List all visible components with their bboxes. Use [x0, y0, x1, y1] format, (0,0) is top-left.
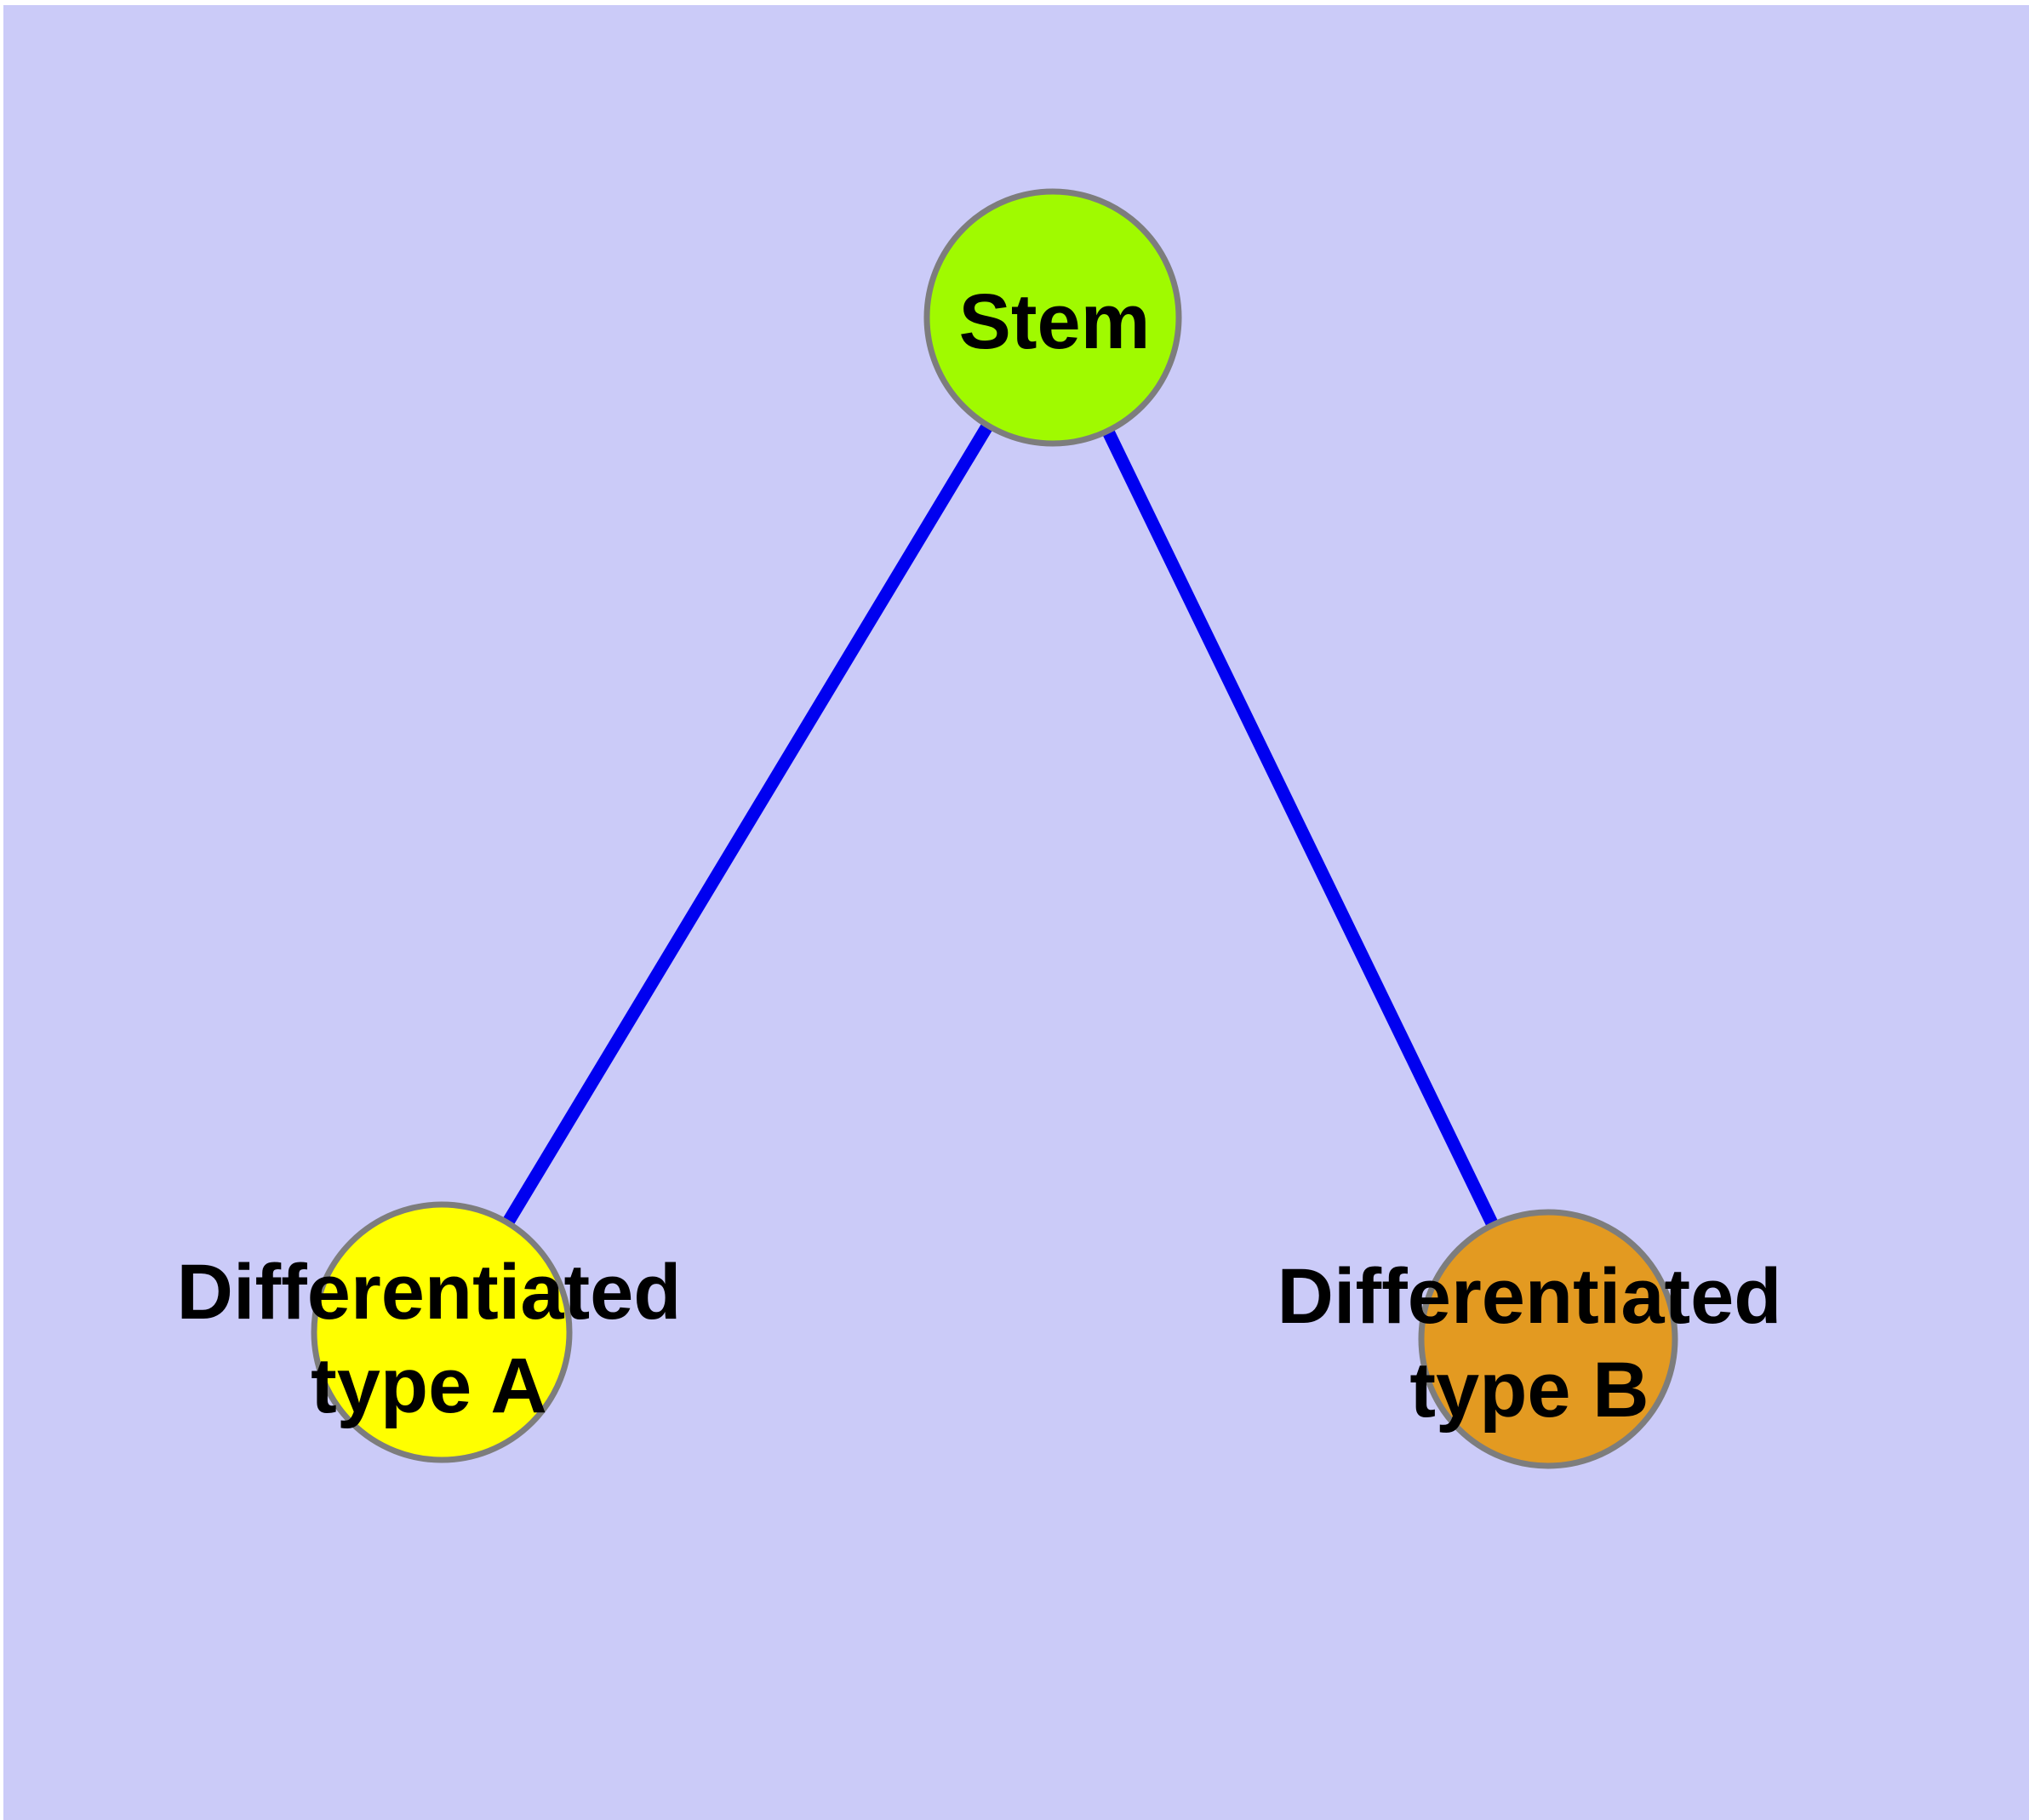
edge-stem-to-type-b	[1047, 314, 1554, 1342]
node-label-stem: Stem	[959, 275, 1151, 369]
node-differentiated-type-b	[1418, 1209, 1678, 1469]
edge-stem-to-type-a	[436, 314, 1059, 1336]
node-label-differentiated-type-a: Differentiated type A	[177, 1245, 682, 1433]
node-differentiated-type-a	[311, 1201, 573, 1463]
node-label-type-b-line1: Differentiated	[1277, 1253, 1782, 1340]
node-label-differentiated-type-b: Differentiated type B	[1277, 1250, 1782, 1437]
node-label-type-a-line2: type A	[311, 1342, 547, 1429]
graph-figure	[311, 188, 1678, 1469]
node-label-stem-text: Stem	[958, 278, 1151, 365]
node-label-type-a-line1: Differentiated	[176, 1249, 682, 1336]
node-label-type-b-line2: type B	[1409, 1347, 1649, 1434]
diagram-canvas: Stem Differentiated type A Differentiate…	[3, 5, 2029, 1820]
node-stem	[923, 188, 1182, 447]
